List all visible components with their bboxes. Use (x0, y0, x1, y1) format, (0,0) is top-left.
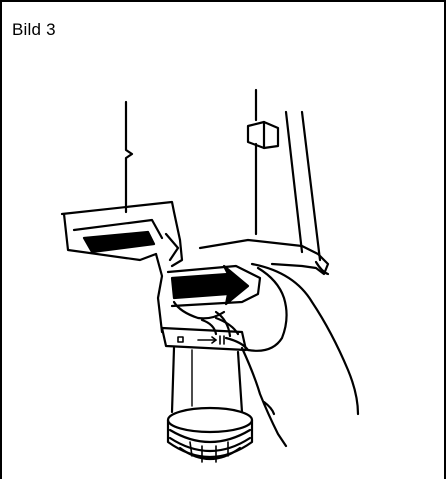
slide-indicator-icon (160, 326, 248, 352)
hand-icon (198, 238, 360, 448)
clamp-ring-icon (166, 406, 254, 463)
bracket-icon (60, 200, 184, 268)
figure-caption: Bild 3 (12, 20, 56, 39)
machine-frame-lines (124, 88, 322, 262)
finger-detail (200, 310, 232, 338)
cylinder-icon (170, 346, 244, 414)
arrow-right-icon (170, 264, 250, 306)
slider-block-icon (246, 120, 280, 150)
